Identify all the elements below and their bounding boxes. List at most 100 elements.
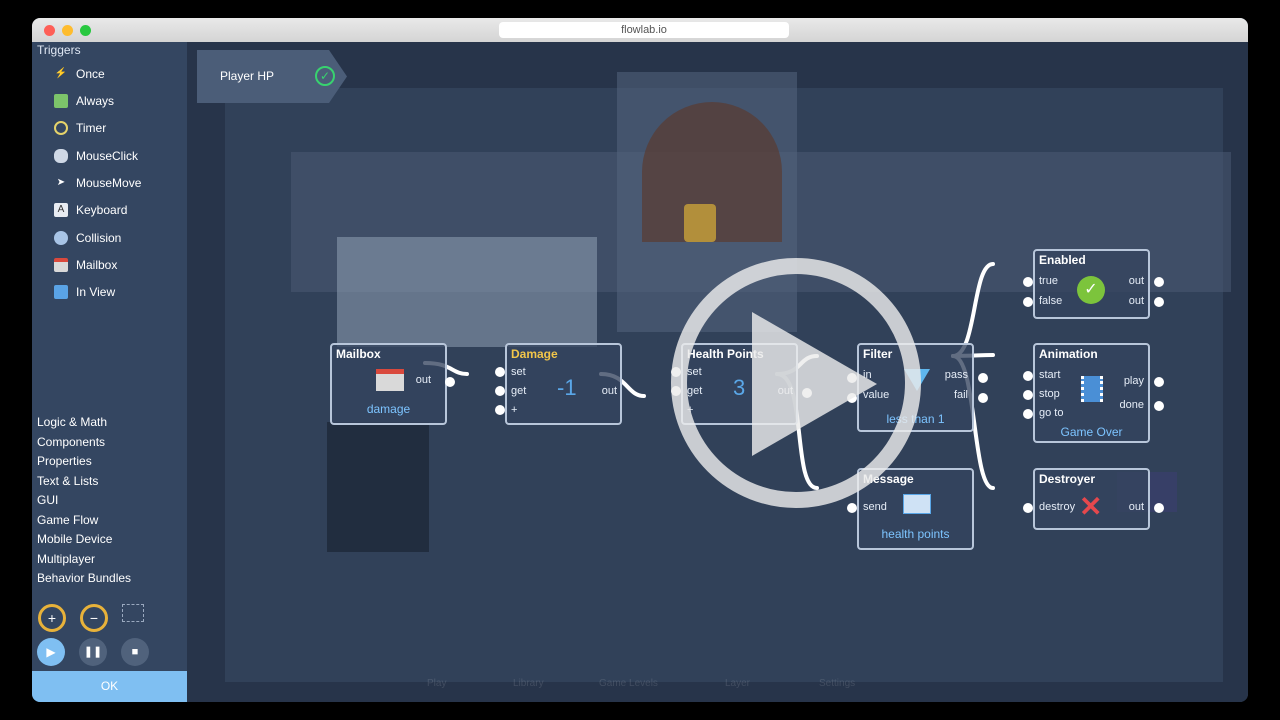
trigger-label: In View: [76, 285, 116, 299]
category-components[interactable]: Components: [37, 435, 106, 449]
node-enabled[interactable]: Enabled true false ✓ out out: [1023, 249, 1164, 319]
port-label: false: [1039, 295, 1063, 307]
category-mobile-device[interactable]: Mobile Device: [37, 532, 113, 546]
behavior-canvas[interactable]: Player HP ✓ Mailbox out damage Damag: [187, 42, 1248, 702]
input-pin[interactable]: [495, 386, 505, 396]
node-damage[interactable]: Damage set get + -1 out: [495, 343, 622, 425]
category-game-flow[interactable]: Game Flow: [37, 513, 99, 527]
screen-icon: [54, 285, 68, 299]
port-label: send: [863, 501, 887, 513]
port-label: out: [601, 385, 617, 397]
trigger-label: MouseClick: [76, 149, 139, 163]
trigger-label: Timer: [76, 121, 107, 135]
output-pin[interactable]: [1154, 401, 1164, 411]
trigger-label: Keyboard: [76, 203, 128, 217]
maximize-window-button[interactable]: [80, 25, 91, 36]
zoom-out-icon[interactable]: −: [80, 604, 108, 632]
trigger-inview[interactable]: In View: [54, 282, 115, 302]
node-animation[interactable]: Animation start stop go to play done Gam…: [1023, 343, 1164, 443]
play-icon[interactable]: [752, 312, 877, 456]
input-pin[interactable]: [495, 405, 505, 415]
category-gui[interactable]: GUI: [37, 493, 59, 507]
output-pin[interactable]: [1154, 277, 1164, 287]
ok-button[interactable]: OK: [32, 671, 187, 702]
port-label: start: [1039, 369, 1061, 381]
keyboard-key-icon: A: [54, 203, 68, 217]
input-pin[interactable]: [1023, 390, 1033, 400]
node-message[interactable]: Message send health points: [847, 468, 974, 550]
trigger-mousemove[interactable]: ➤ MouseMove: [54, 173, 142, 193]
mouse-icon: [54, 149, 68, 163]
stop-icon[interactable]: ■: [121, 638, 149, 666]
input-pin[interactable]: [1023, 409, 1033, 419]
input-pin[interactable]: [1023, 277, 1033, 287]
mailbox-icon: [54, 258, 68, 272]
bottom-item: Layer: [725, 678, 751, 689]
category-multiplayer[interactable]: Multiplayer: [37, 552, 96, 566]
trigger-once[interactable]: ⚡ Once: [54, 64, 105, 84]
triggers-heading: Triggers: [37, 43, 81, 57]
category-behavior-bundles[interactable]: Behavior Bundles: [37, 571, 132, 585]
node-mailbox[interactable]: Mailbox out damage: [330, 343, 455, 425]
port-label: get: [511, 385, 527, 397]
game-bottom-bar: Play Library Game Levels Layer Settings: [427, 678, 947, 702]
port-label: true: [1039, 275, 1058, 287]
alarm-clock-icon: [54, 121, 68, 135]
bottom-item: Play: [427, 678, 447, 689]
category-logic-math[interactable]: Logic & Math: [37, 415, 108, 429]
mailbox-icon: [376, 369, 404, 391]
input-pin[interactable]: [1023, 371, 1033, 381]
node-destroyer[interactable]: Destroyer destroy ✕ out: [1023, 468, 1164, 530]
bottom-item: Library: [513, 678, 544, 689]
input-pin[interactable]: [847, 503, 857, 513]
trigger-mouseclick[interactable]: MouseClick: [54, 146, 138, 166]
port-label: out: [1128, 501, 1144, 513]
cursor-icon: ➤: [56, 177, 66, 188]
port-label: +: [511, 404, 518, 416]
node-title: Animation: [1039, 347, 1098, 361]
battery-icon: [54, 94, 68, 108]
category-properties[interactable]: Properties: [37, 454, 92, 468]
output-pin[interactable]: [978, 373, 988, 383]
trigger-mailbox[interactable]: Mailbox: [54, 255, 117, 275]
browser-titlebar: flowlab.io: [32, 18, 1248, 42]
trigger-label: Always: [76, 94, 115, 108]
trigger-label: Once: [76, 67, 105, 81]
pause-icon[interactable]: ❚❚: [79, 638, 107, 666]
spike-block: [327, 422, 429, 552]
category-text-lists[interactable]: Text & Lists: [37, 474, 99, 488]
zoom-in-icon[interactable]: +: [38, 604, 66, 632]
close-window-button[interactable]: [44, 25, 55, 36]
port-label: pass: [944, 369, 968, 381]
node-title: Mailbox: [336, 347, 381, 361]
select-tool-icon[interactable]: [122, 604, 144, 622]
node-value: health points: [881, 527, 950, 541]
output-pin[interactable]: [978, 393, 988, 403]
output-pin[interactable]: [1154, 377, 1164, 387]
output-pin[interactable]: [1154, 297, 1164, 307]
port-label: out: [415, 374, 431, 386]
input-pin[interactable]: [1023, 503, 1033, 513]
input-pin[interactable]: [495, 367, 505, 377]
bottom-item: Game Levels: [599, 678, 658, 689]
output-pin[interactable]: [1154, 503, 1164, 513]
url-bar[interactable]: flowlab.io: [499, 22, 789, 38]
trigger-always[interactable]: Always: [54, 91, 114, 111]
trigger-collision[interactable]: Collision: [54, 228, 121, 248]
trigger-label: Mailbox: [76, 258, 118, 272]
behavior-tab-player-hp[interactable]: Player HP ✓: [197, 50, 347, 103]
trigger-timer[interactable]: Timer: [54, 118, 106, 138]
output-pin[interactable]: [445, 377, 455, 387]
room-floor: [337, 237, 597, 347]
node-title: Enabled: [1039, 253, 1086, 267]
port-label: out: [1128, 295, 1144, 307]
node-value: Game Over: [1060, 425, 1123, 439]
lightning-icon: ⚡: [54, 68, 68, 79]
input-pin[interactable]: [1023, 297, 1033, 307]
minimize-window-button[interactable]: [62, 25, 73, 36]
play-icon[interactable]: ▶: [37, 638, 65, 666]
port-label: go to: [1039, 407, 1064, 419]
trigger-label: MouseMove: [76, 176, 142, 190]
trigger-keyboard[interactable]: A Keyboard: [54, 200, 127, 220]
close-icon: ✕: [1079, 491, 1103, 522]
